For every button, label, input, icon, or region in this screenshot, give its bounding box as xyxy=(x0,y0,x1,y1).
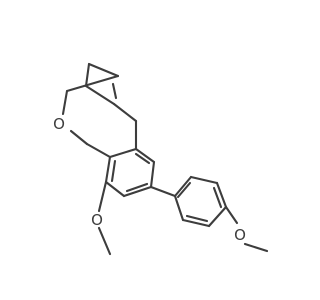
bond xyxy=(173,175,193,198)
bond xyxy=(122,185,153,198)
molecule-structure-diagram: O O O xyxy=(0,0,300,300)
double-bond-inner xyxy=(176,181,192,199)
double-bond-inner xyxy=(134,152,151,165)
bond xyxy=(149,160,156,189)
bond xyxy=(87,62,120,78)
bond xyxy=(104,180,126,198)
ring-oxygen-label: O xyxy=(53,115,65,133)
bond xyxy=(181,218,211,228)
bond xyxy=(207,205,228,228)
bond xyxy=(134,147,156,164)
bond xyxy=(65,74,120,93)
methoxy-oxygen-right-label: O xyxy=(234,226,246,244)
bond xyxy=(173,194,185,222)
bond xyxy=(61,89,69,116)
bond xyxy=(104,155,112,184)
canvas-background xyxy=(0,0,300,300)
bond xyxy=(224,205,239,225)
double-bond-inner xyxy=(185,214,209,223)
bond xyxy=(69,129,89,146)
bond xyxy=(84,62,91,88)
atom-labels: O O O xyxy=(53,115,246,244)
double-bond-inner xyxy=(212,186,223,209)
bond xyxy=(108,147,138,159)
double-bond-inner xyxy=(110,159,117,183)
bond xyxy=(84,84,116,106)
methoxy-oxygen-left-label: O xyxy=(91,211,103,229)
bond xyxy=(243,242,269,253)
double-bond-inner xyxy=(111,82,118,100)
double-bond-inner xyxy=(125,182,149,193)
bond xyxy=(97,180,108,213)
bond xyxy=(97,226,112,256)
bond xyxy=(85,142,112,159)
bonds xyxy=(61,62,269,256)
bond xyxy=(189,175,219,185)
bond xyxy=(149,185,177,198)
bond xyxy=(112,102,138,123)
bond xyxy=(215,181,228,209)
